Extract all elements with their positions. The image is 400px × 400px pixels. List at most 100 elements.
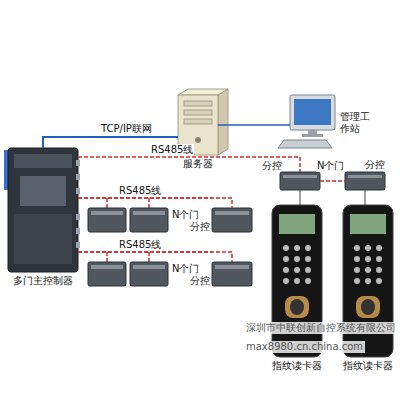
fingerprint-reader-1	[305, 278, 311, 284]
sub-controller: 分控	[212, 262, 252, 286]
node-label: 指纹读卡器	[272, 360, 322, 372]
connector-line	[78, 157, 300, 172]
main-controller-housing	[76, 214, 80, 220]
main-controller-housing	[76, 188, 80, 194]
sub-controller-boxes	[345, 172, 385, 190]
server-tower	[184, 119, 212, 124]
sub-controller-strips	[215, 265, 249, 269]
connector-line	[300, 190, 301, 205]
fingerprint-reader-2	[350, 214, 386, 234]
sub-controller-strips	[283, 175, 317, 178]
fingerprint-reader-2	[365, 245, 371, 251]
sub-controller: 分控	[212, 208, 252, 232]
fingerprint-reader-1	[279, 214, 315, 234]
fingerprint-reader-1	[283, 256, 289, 262]
sub-controller-boxes	[212, 208, 252, 232]
fingerprint-reader-1	[290, 299, 304, 315]
sub-controller-boxes	[212, 262, 252, 286]
sub-controller-strips	[91, 175, 382, 269]
main-controller-housing	[14, 214, 72, 264]
watermark: max8980.cn.china.com	[244, 341, 365, 353]
fingerprint-reader-2	[365, 267, 371, 273]
fingerprint-reader-1	[305, 267, 311, 273]
connector-line	[78, 252, 232, 262]
main-controller-housing	[20, 176, 66, 206]
sub-controller-strips	[91, 211, 123, 215]
edge-label: N个门	[316, 160, 345, 172]
edge-label: RS485线	[118, 239, 162, 251]
edge-label: RS485线	[118, 185, 162, 197]
main-controller-housing	[76, 160, 80, 166]
rs485-drop-wires	[106, 252, 108, 262]
watermark: 深圳市中联创新自控系统有限公司	[244, 322, 398, 334]
workstation-computer	[290, 95, 335, 130]
node-label: 服务器	[183, 158, 213, 170]
sub-controller-boxes	[130, 208, 168, 232]
fingerprint-reader-1	[272, 205, 322, 357]
fingerprint-reader-1	[294, 267, 300, 273]
sub-controller-boxes	[88, 262, 126, 286]
fingerprint-reader-2	[376, 267, 382, 273]
connector-line	[320, 180, 345, 182]
server-tower	[218, 89, 228, 155]
fingerprint-reader-1	[283, 267, 289, 273]
fingerprint-reader-2	[365, 256, 371, 262]
fingerprint-reader-2	[343, 205, 393, 357]
fingerprint-reader-2	[365, 278, 371, 284]
connector-line	[218, 124, 290, 126]
fingerprint-reader-2	[354, 256, 360, 262]
workstation: 管理工作站	[290, 95, 335, 130]
fingerprint-reader-1	[305, 256, 311, 262]
sub-controller-boxes	[280, 172, 320, 190]
fingerprint-reader: 指纹读卡器	[272, 205, 322, 357]
rs485-drop-wires	[148, 252, 150, 262]
connector-line	[78, 198, 232, 208]
connector-line	[365, 190, 366, 205]
fingerprint-reader-1	[285, 296, 309, 318]
fingerprint-reader-2	[376, 245, 382, 251]
sub-controller-strips	[91, 265, 123, 269]
fingerprint-reader-2	[376, 278, 382, 284]
fingerprint-reader-1	[294, 278, 300, 284]
sub-controller-boxes	[88, 172, 385, 286]
main-controller-housing	[76, 242, 80, 248]
node-label: 分控	[365, 159, 385, 171]
main-controller-housing	[4, 148, 80, 272]
fingerprint-reader-2	[356, 296, 380, 318]
server-tower	[178, 89, 228, 95]
fingerprint-reader: 指纹读卡器	[343, 205, 393, 357]
fingerprint-reader-1	[272, 205, 322, 357]
main-controller-housing	[8, 148, 78, 272]
rs485-drop-wires	[106, 198, 108, 208]
workstation-computer	[278, 140, 332, 148]
main-controller-housing	[76, 174, 80, 180]
main-controller-housing	[76, 228, 80, 234]
server-tower	[184, 110, 212, 115]
sub-controller-boxes	[88, 208, 126, 232]
door-count: N个门	[172, 209, 199, 221]
rs485-drop-wires	[148, 198, 150, 208]
workstation-computer	[294, 99, 331, 125]
fingerprint-reader-2	[343, 205, 393, 357]
server-tower	[195, 137, 201, 143]
fingerprint-reader-2	[354, 278, 360, 284]
edge-label: TCP/IP联网	[100, 123, 153, 135]
node-label: 指纹读卡器	[343, 360, 393, 372]
node-label: 分控	[262, 160, 282, 172]
fingerprint-reader-2	[361, 299, 375, 315]
sub-controller-boxes	[130, 262, 168, 286]
fingerprint-reader-1	[294, 245, 300, 251]
fingerprint-reader-2	[376, 256, 382, 262]
node-label: 分控	[190, 221, 210, 233]
sub-controller-strips	[133, 211, 165, 215]
sub-controller: 分控	[345, 172, 385, 190]
workstation-computer	[308, 130, 317, 134]
main-controller-housing	[14, 154, 72, 168]
sub-controller-strips	[348, 175, 382, 178]
workstation-computer	[278, 95, 335, 148]
sub-controller: 分控	[280, 172, 320, 190]
